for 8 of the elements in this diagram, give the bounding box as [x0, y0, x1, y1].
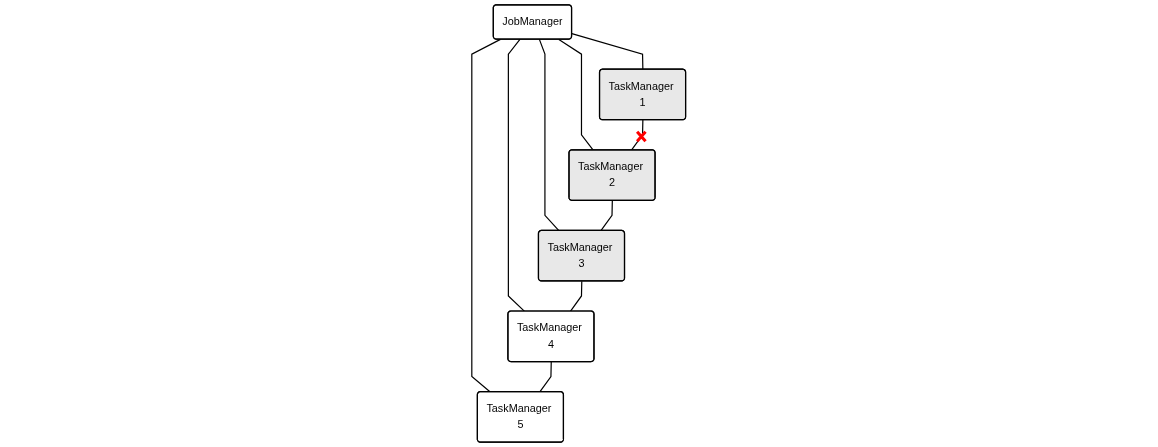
connector	[571, 33, 644, 71]
connector	[600, 200, 614, 232]
connector	[539, 361, 553, 393]
connector	[539, 38, 560, 232]
connector	[570, 280, 583, 312]
connector	[558, 38, 595, 151]
connector	[508, 38, 526, 312]
connector	[471, 38, 502, 393]
